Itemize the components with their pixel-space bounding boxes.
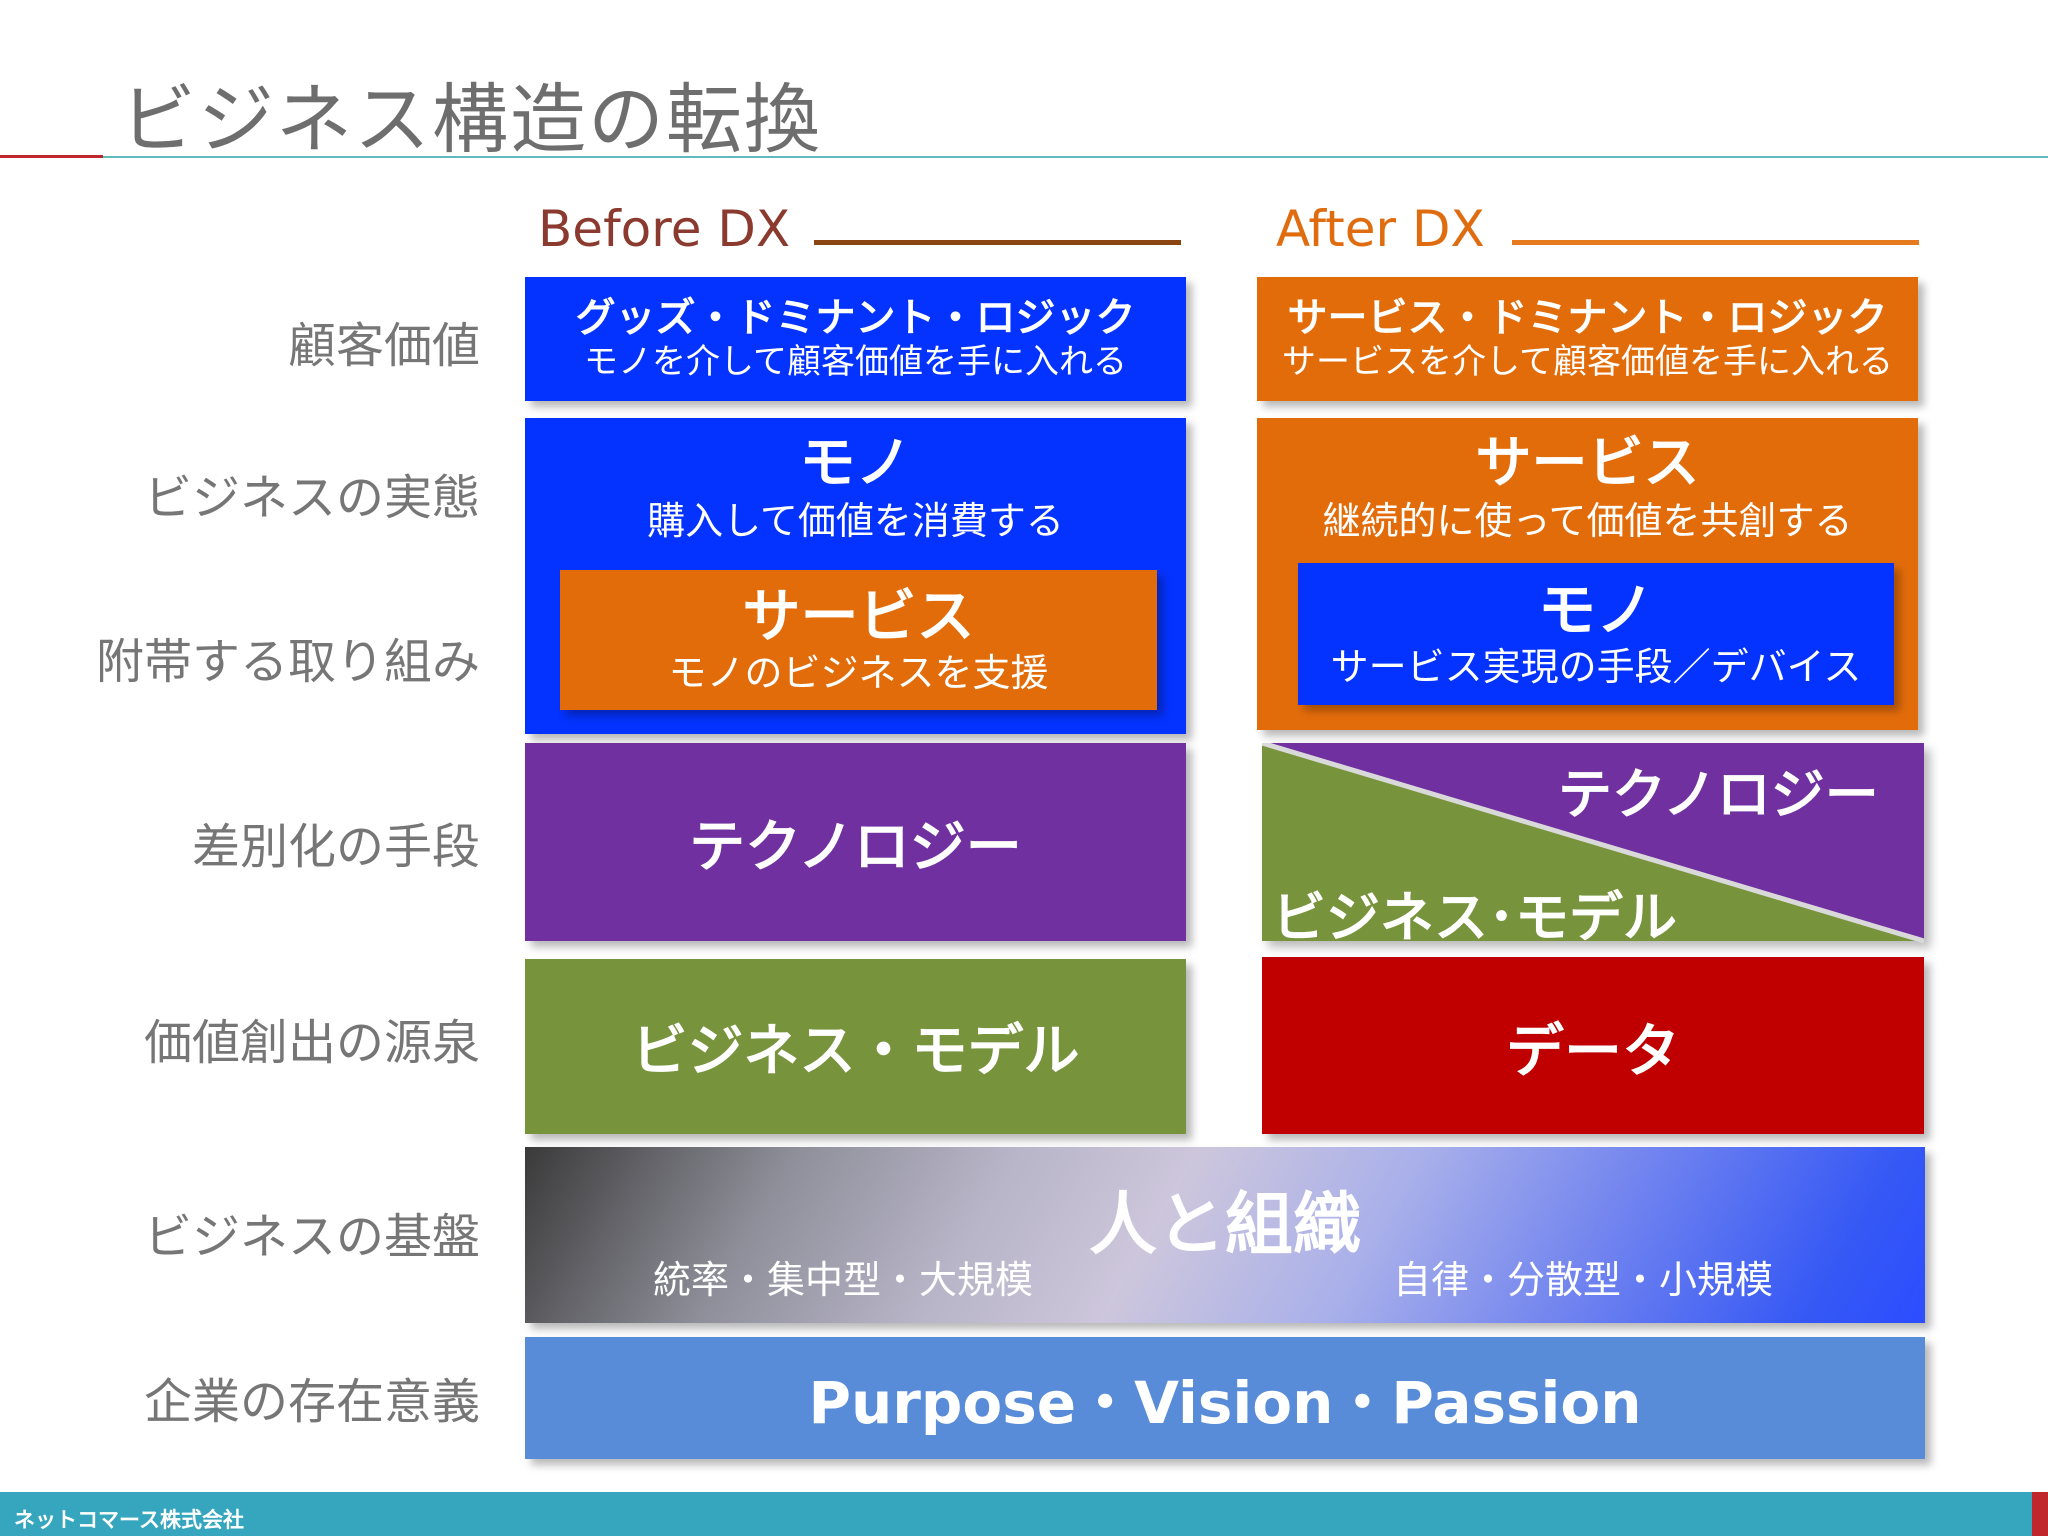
row-label-ancillary: 附帯する取り組み: [95, 634, 480, 690]
row-label-foundation: ビジネスの基盤: [143, 1209, 480, 1265]
before-inner-title: サービス: [742, 582, 975, 650]
before-business-model-label: ビジネス・モデル: [631, 1019, 1080, 1084]
row-label-purpose: 企業の存在意義: [143, 1374, 480, 1430]
after-dx-heading-line: [1512, 240, 1919, 245]
footer-bar: [0, 1492, 2048, 1536]
before-technology-box: テクノロジー: [525, 743, 1186, 941]
footer-accent: [2032, 1492, 2048, 1536]
row-label-customer-value: 顧客価値: [287, 318, 480, 374]
before-dx-heading: Before DX: [538, 200, 791, 258]
people-organization-title: 人と組織: [1088, 1186, 1361, 1265]
footer-company-name: ネットコマース株式会社: [14, 1508, 244, 1532]
after-product-box: モノ サービス実現の手段／デバイス: [1298, 563, 1894, 705]
before-main-subtitle: 購入して価値を消費する: [647, 499, 1064, 543]
after-data-label: データ: [1505, 1016, 1680, 1085]
title-rule-accent: [0, 155, 103, 158]
before-dx-heading-line: [814, 240, 1181, 245]
row-label-value-source: 価値創出の源泉: [143, 1015, 480, 1071]
title-rule: [103, 156, 2048, 158]
before-value-subtitle: モノを介して顧客価値を手に入れる: [584, 342, 1127, 382]
after-customer-value-box: サービス・ドミナント・ロジック サービスを介して顧客価値を手に入れる: [1257, 277, 1918, 401]
row-label-business-reality: ビジネスの実態: [143, 470, 480, 526]
after-main-title: サービス: [1475, 431, 1700, 496]
before-value-title: グッズ・ドミナント・ロジック: [575, 295, 1136, 341]
after-business-model-label: ビジネス･モデル: [1272, 886, 1677, 949]
split-divider-line: [1262, 743, 1924, 944]
after-technology-label: テクノロジー: [1558, 763, 1879, 826]
after-differentiation-split: [1262, 743, 1924, 944]
after-inner-subtitle: サービス実現の手段／デバイス: [1330, 645, 1862, 689]
after-value-title: サービス・ドミナント・ロジック: [1287, 295, 1888, 341]
before-customer-value-box: グッズ・ドミナント・ロジック モノを介して顧客価値を手に入れる: [525, 277, 1186, 401]
row-label-differentiation: 差別化の手段: [191, 819, 480, 875]
before-inner-subtitle: モノのビジネスを支援: [668, 651, 1049, 695]
people-organization-box: 人と組織 統率・集中型・大規模 自律・分散型・小規模: [525, 1147, 1925, 1323]
after-dx-heading: After DX: [1276, 200, 1485, 258]
before-service-box: サービス モノのビジネスを支援: [560, 570, 1157, 710]
purpose-vision-passion-box: Purpose・Vision・Passion: [525, 1337, 1925, 1459]
before-business-model-box: ビジネス・モデル: [525, 959, 1186, 1134]
after-data-box: データ: [1262, 957, 1924, 1134]
after-main-subtitle: 継続的に使って価値を共創する: [1322, 499, 1853, 543]
after-value-subtitle: サービスを介して顧客価値を手に入れる: [1282, 342, 1893, 382]
before-technology-label: テクノロジー: [689, 814, 1022, 880]
people-organization-after: 自律・分散型・小規模: [1393, 1258, 1774, 1302]
before-main-title: モノ: [799, 431, 912, 496]
page-title: ビジネス構造の転換: [120, 75, 822, 164]
after-inner-title: モノ: [1537, 576, 1654, 644]
people-organization-before: 統率・集中型・大規模: [653, 1258, 1034, 1302]
